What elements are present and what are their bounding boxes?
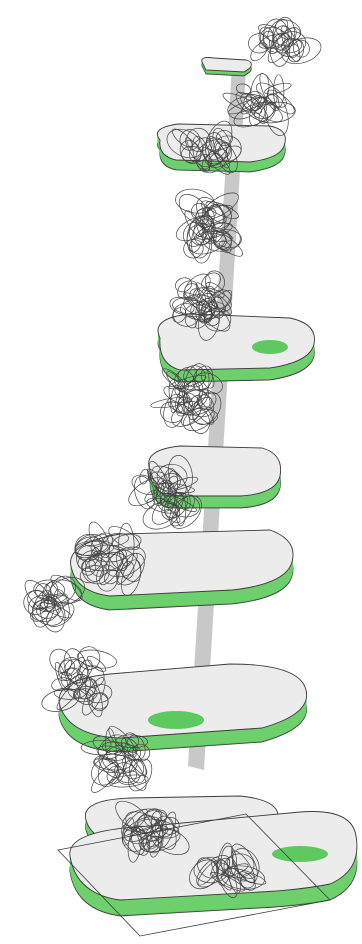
- platform-3-surface: [158, 314, 315, 370]
- platform-top: [202, 58, 252, 77]
- platform-group: [59, 58, 357, 917]
- platform-3-opening: [252, 340, 288, 354]
- platform-base-opening: [272, 846, 328, 862]
- platform-top-surface: [202, 58, 252, 73]
- wire-loop: [174, 189, 215, 230]
- platform-6: [59, 664, 307, 752]
- wire-loop-cluster: [248, 16, 325, 68]
- platform-3: [158, 314, 315, 382]
- platform-6-opening: [148, 711, 204, 729]
- wire-loop: [174, 187, 216, 216]
